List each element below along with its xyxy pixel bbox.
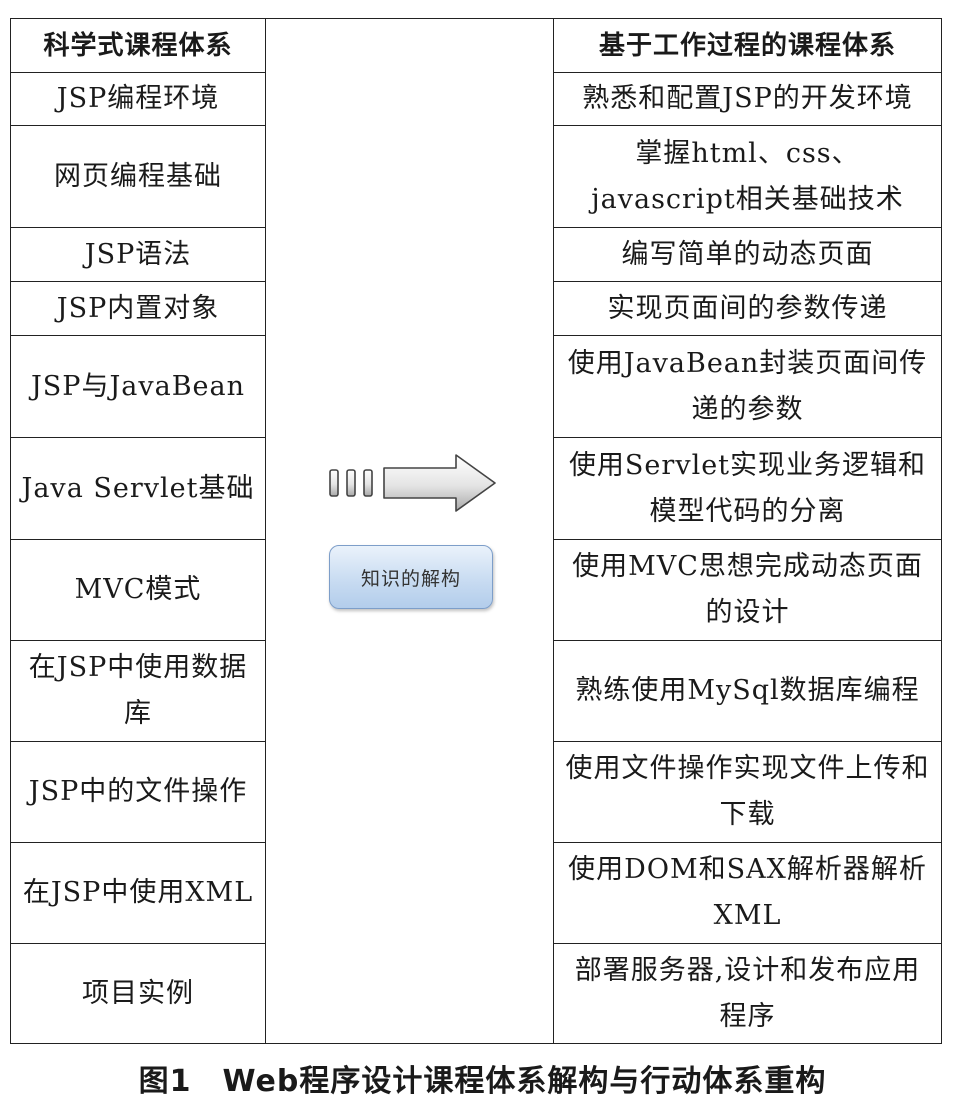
right-cell-11: 部署服务器,设计和发布应用程序 (574, 955, 921, 1032)
right-arrow-icon (328, 453, 498, 513)
right-cell-4: 实现页面间的参数传递 (554, 282, 941, 336)
middle-column: 知识的解构 (266, 19, 553, 1043)
left-header: 科学式课程体系 (11, 19, 265, 73)
right-column: 基于工作过程的课程体系 熟悉和配置JSP的开发环境 掌握html、css、jav… (553, 19, 941, 1043)
course-table: 科学式课程体系 JSP编程环境 网页编程基础 JSP语法 JSP内置对象 JSP… (10, 18, 942, 1044)
right-cell-5: 使用JavaBean封装页面间传递的参数 (554, 336, 941, 438)
right-cell-1: 熟悉和配置JSP的开发环境 (554, 73, 941, 126)
right-cell-2: 掌握html、css、javascript相关基础技术 (554, 126, 941, 228)
right-cell-10: 使用DOM和SAX解析器解析XML (554, 843, 941, 944)
left-cell-2: 网页编程基础 (11, 126, 265, 228)
left-cell-1: JSP编程环境 (11, 73, 265, 126)
left-cell-5: JSP与JavaBean (11, 336, 265, 438)
left-cell-10: 在JSP中使用XML (11, 843, 265, 944)
right-header: 基于工作过程的课程体系 (554, 19, 941, 73)
left-cell-6: Java Servlet基础 (11, 438, 265, 540)
left-cell-7: MVC模式 (11, 540, 265, 641)
right-cell-3: 编写简单的动态页面 (554, 228, 941, 282)
right-cell-8: 熟练使用MySql数据库编程 (554, 641, 941, 742)
left-cell-8: 在JSP中使用数据库 (11, 641, 265, 742)
knowledge-deconstruction-button[interactable]: 知识的解构 (329, 545, 493, 609)
right-cell-7: 使用MVC思想完成动态页面的设计 (554, 540, 941, 641)
left-cell-4: JSP内置对象 (11, 282, 265, 336)
left-cell-11: 项目实例 (82, 978, 194, 1009)
left-column: 科学式课程体系 JSP编程环境 网页编程基础 JSP语法 JSP内置对象 JSP… (11, 19, 266, 1043)
left-cell-9: JSP中的文件操作 (11, 742, 265, 843)
right-cell-9: 使用文件操作实现文件上传和下载 (554, 742, 941, 843)
right-cell-6: 使用Servlet实现业务逻辑和模型代码的分离 (554, 438, 941, 540)
figure-caption: 图1 Web程序设计课程体系解构与行动体系重构 (138, 1064, 827, 1099)
left-cell-3: JSP语法 (11, 228, 265, 282)
